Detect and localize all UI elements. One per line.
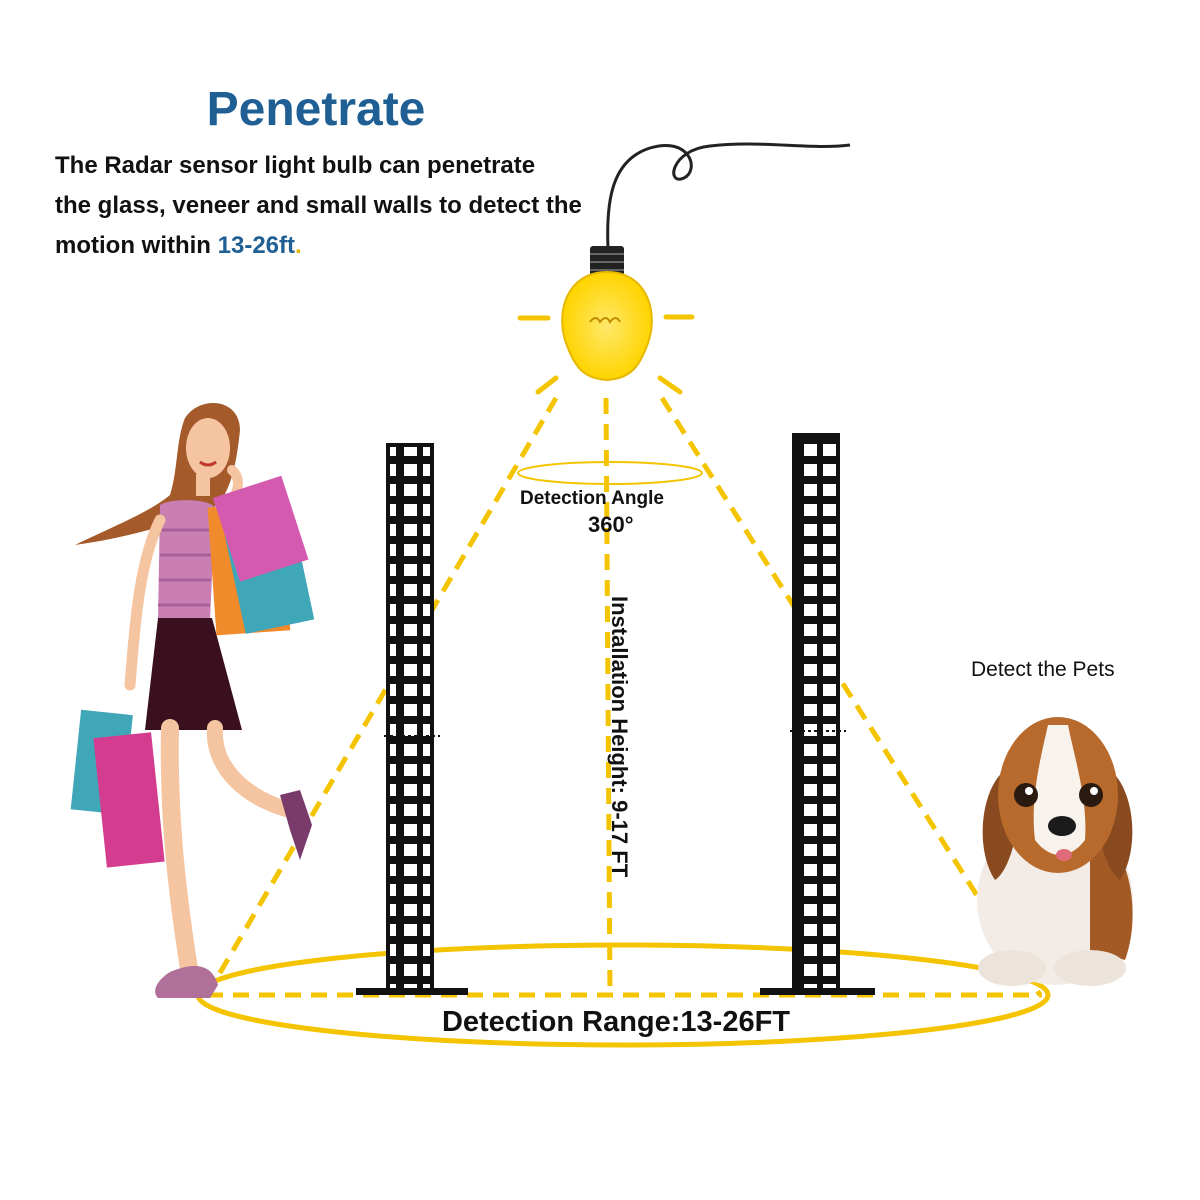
puppy-icon [977, 717, 1133, 986]
description-line-1: The Radar sensor light bulb can penetrat… [55, 152, 536, 179]
page-title: Penetrate [206, 83, 426, 136]
woman-shopper-icon [70, 402, 315, 998]
description-line-3-suffix: . [295, 232, 302, 259]
brick-wall-icon [760, 433, 875, 995]
detect-pets-label: Detect the Pets [971, 658, 1115, 681]
detection-angle-value: 360° [588, 512, 634, 537]
description-line-3-prefix: motion within [55, 232, 218, 259]
range-highlight: 13-26ft [217, 232, 296, 259]
detection-beam [204, 396, 1043, 998]
detection-range-label: Detection Range:13-26FT [441, 1006, 791, 1038]
description-line-3: motion within 13-26ft. [55, 226, 582, 266]
bulb-cable [606, 142, 851, 249]
light-bulb-icon [517, 246, 695, 395]
installation-height-label: Installation Height: 9-17 FT [607, 596, 632, 878]
angle-ellipse [517, 461, 703, 485]
brick-wall-icon [356, 443, 468, 995]
description-line-2: the glass, veneer and small walls to det… [55, 192, 582, 219]
detection-angle-label: Detection Angle [520, 488, 664, 509]
description-text: The Radar sensor light bulb can penetrat… [55, 146, 582, 266]
